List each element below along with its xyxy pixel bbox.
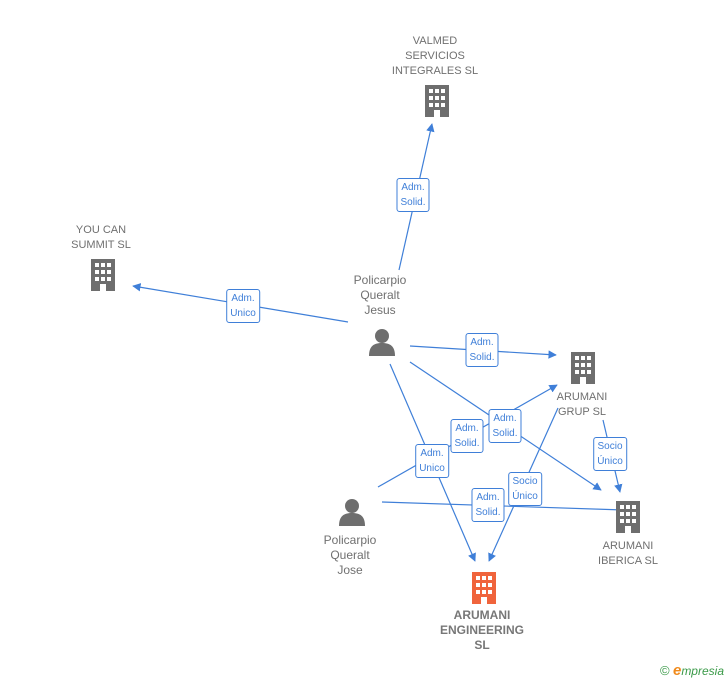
edge-label-grup-to-engineering[interactable]: Socio Único — [508, 472, 542, 506]
edge-label-jesus-to-grup[interactable]: Adm. Solid. — [465, 333, 499, 367]
node-label-valmed[interactable]: VALMED SERVICIOS INTEGRALES SL — [391, 35, 479, 77]
edge-label-jesus-to-iberica[interactable]: Adm. Solid. — [488, 409, 522, 443]
person-icon-jesus[interactable] — [368, 328, 396, 356]
building-icon-engineering[interactable] — [472, 572, 496, 604]
edge-label-jesus-to-youcan[interactable]: Adm. Unico — [226, 289, 260, 323]
empresia-watermark: © empresia — [660, 662, 724, 679]
edge-label-grup-to-iberica[interactable]: Socio Único — [593, 437, 627, 471]
copyright-symbol: © — [660, 663, 670, 678]
building-icon-grup[interactable] — [571, 352, 595, 384]
node-label-grup[interactable]: ARUMANI GRUP SL — [556, 391, 608, 418]
edge-label-jesus-to-valmed[interactable]: Adm. Solid. — [396, 178, 430, 212]
node-label-jose[interactable]: Policarpio Queralt Jose — [323, 533, 377, 577]
node-label-engineering[interactable]: ARUMANI ENGINEERING SL — [439, 608, 525, 652]
edge-label-jose-to-iberica[interactable]: Adm. Solid. — [471, 488, 505, 522]
building-icon-valmed[interactable] — [425, 85, 449, 117]
building-icon-youcan[interactable] — [91, 259, 115, 291]
person-icon-jose[interactable] — [338, 498, 366, 526]
brand-name: mpresia — [681, 664, 724, 678]
edge-label-jose-to-grup[interactable]: Adm. Solid. — [450, 419, 484, 453]
node-label-youcan[interactable]: YOU CAN SUMMIT SL — [71, 224, 131, 251]
building-icon-iberica[interactable] — [616, 501, 640, 533]
brand-initial: e — [672, 662, 682, 679]
edge-label-jesus-to-engineering[interactable]: Adm. Unico — [415, 444, 449, 478]
node-label-iberica[interactable]: ARUMANI IBERICA SL — [598, 540, 658, 567]
node-label-jesus[interactable]: Policarpio Queralt Jesus — [353, 273, 407, 317]
